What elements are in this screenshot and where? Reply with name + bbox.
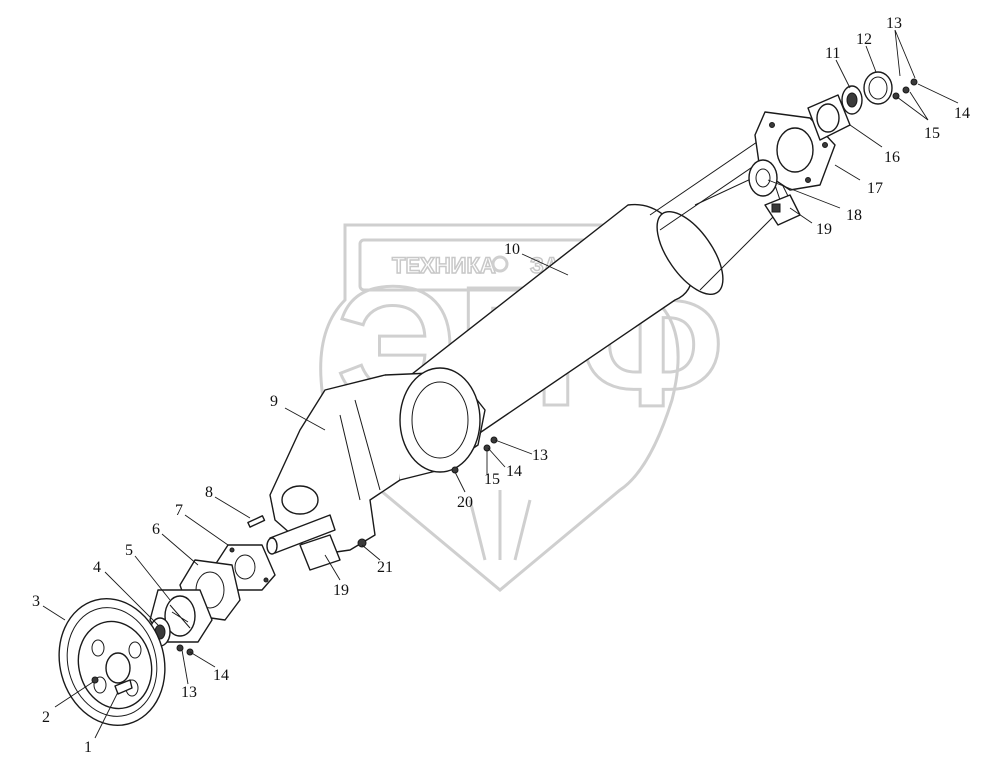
callout-13-top: 13 — [886, 15, 902, 32]
callout-6: 6 — [152, 521, 160, 538]
pulley-washer — [91, 676, 99, 684]
callout-13-middle: 13 — [532, 447, 548, 464]
callout-13-front: 13 — [181, 684, 197, 701]
callout-9: 9 — [270, 393, 278, 410]
shaft-key — [247, 515, 266, 528]
bottom-bolt — [357, 538, 367, 548]
callout-4: 4 — [93, 559, 101, 576]
watermark-gear-icon — [491, 255, 509, 273]
callout-11: 11 — [825, 45, 840, 62]
callout-14-middle: 14 — [506, 463, 522, 480]
callout-labels: 1 2 3 4 5 6 7 8 9 10 11 12 13 14 15 16 1… — [32, 15, 970, 756]
callout-14-top: 14 — [954, 105, 970, 122]
fasteners-top — [892, 78, 918, 100]
callout-21: 21 — [377, 559, 393, 576]
callout-16: 16 — [884, 149, 900, 166]
gearbox-housing — [269, 367, 486, 556]
callout-14-front: 14 — [213, 667, 229, 684]
bearing-top — [841, 85, 863, 115]
callout-10: 10 — [504, 241, 520, 258]
callout-17: 17 — [867, 180, 883, 197]
support-bracket-bottom — [299, 534, 341, 571]
callout-7: 7 — [175, 502, 183, 519]
callout-2: 2 — [42, 709, 50, 726]
input-shaft — [266, 514, 336, 555]
callout-5: 5 — [125, 542, 133, 559]
watermark-left-word: ТЕХНИКА — [392, 253, 496, 278]
bearing-cap — [863, 71, 893, 105]
callout-1: 1 — [84, 739, 92, 756]
callout-19-top: 19 — [816, 221, 832, 238]
callout-20: 20 — [457, 494, 473, 511]
callout-19-bottom: 19 — [333, 582, 349, 599]
callout-15-top: 15 — [924, 125, 940, 142]
callout-3: 3 — [32, 593, 40, 610]
fasteners-middle — [483, 436, 498, 452]
fasteners-front — [176, 644, 194, 656]
drive-pulley — [58, 598, 166, 726]
callout-15-middle: 15 — [484, 471, 500, 488]
watermark-shield — [319, 223, 680, 592]
watermark-wheat-icon — [468, 490, 532, 561]
leader-lines — [42, 29, 959, 739]
support-bracket-top — [764, 194, 801, 226]
flange-bearing — [748, 159, 778, 197]
pulley-bolt — [114, 679, 133, 695]
callout-18: 18 — [846, 207, 862, 224]
callout-8: 8 — [205, 484, 213, 501]
callout-12: 12 — [856, 31, 872, 48]
